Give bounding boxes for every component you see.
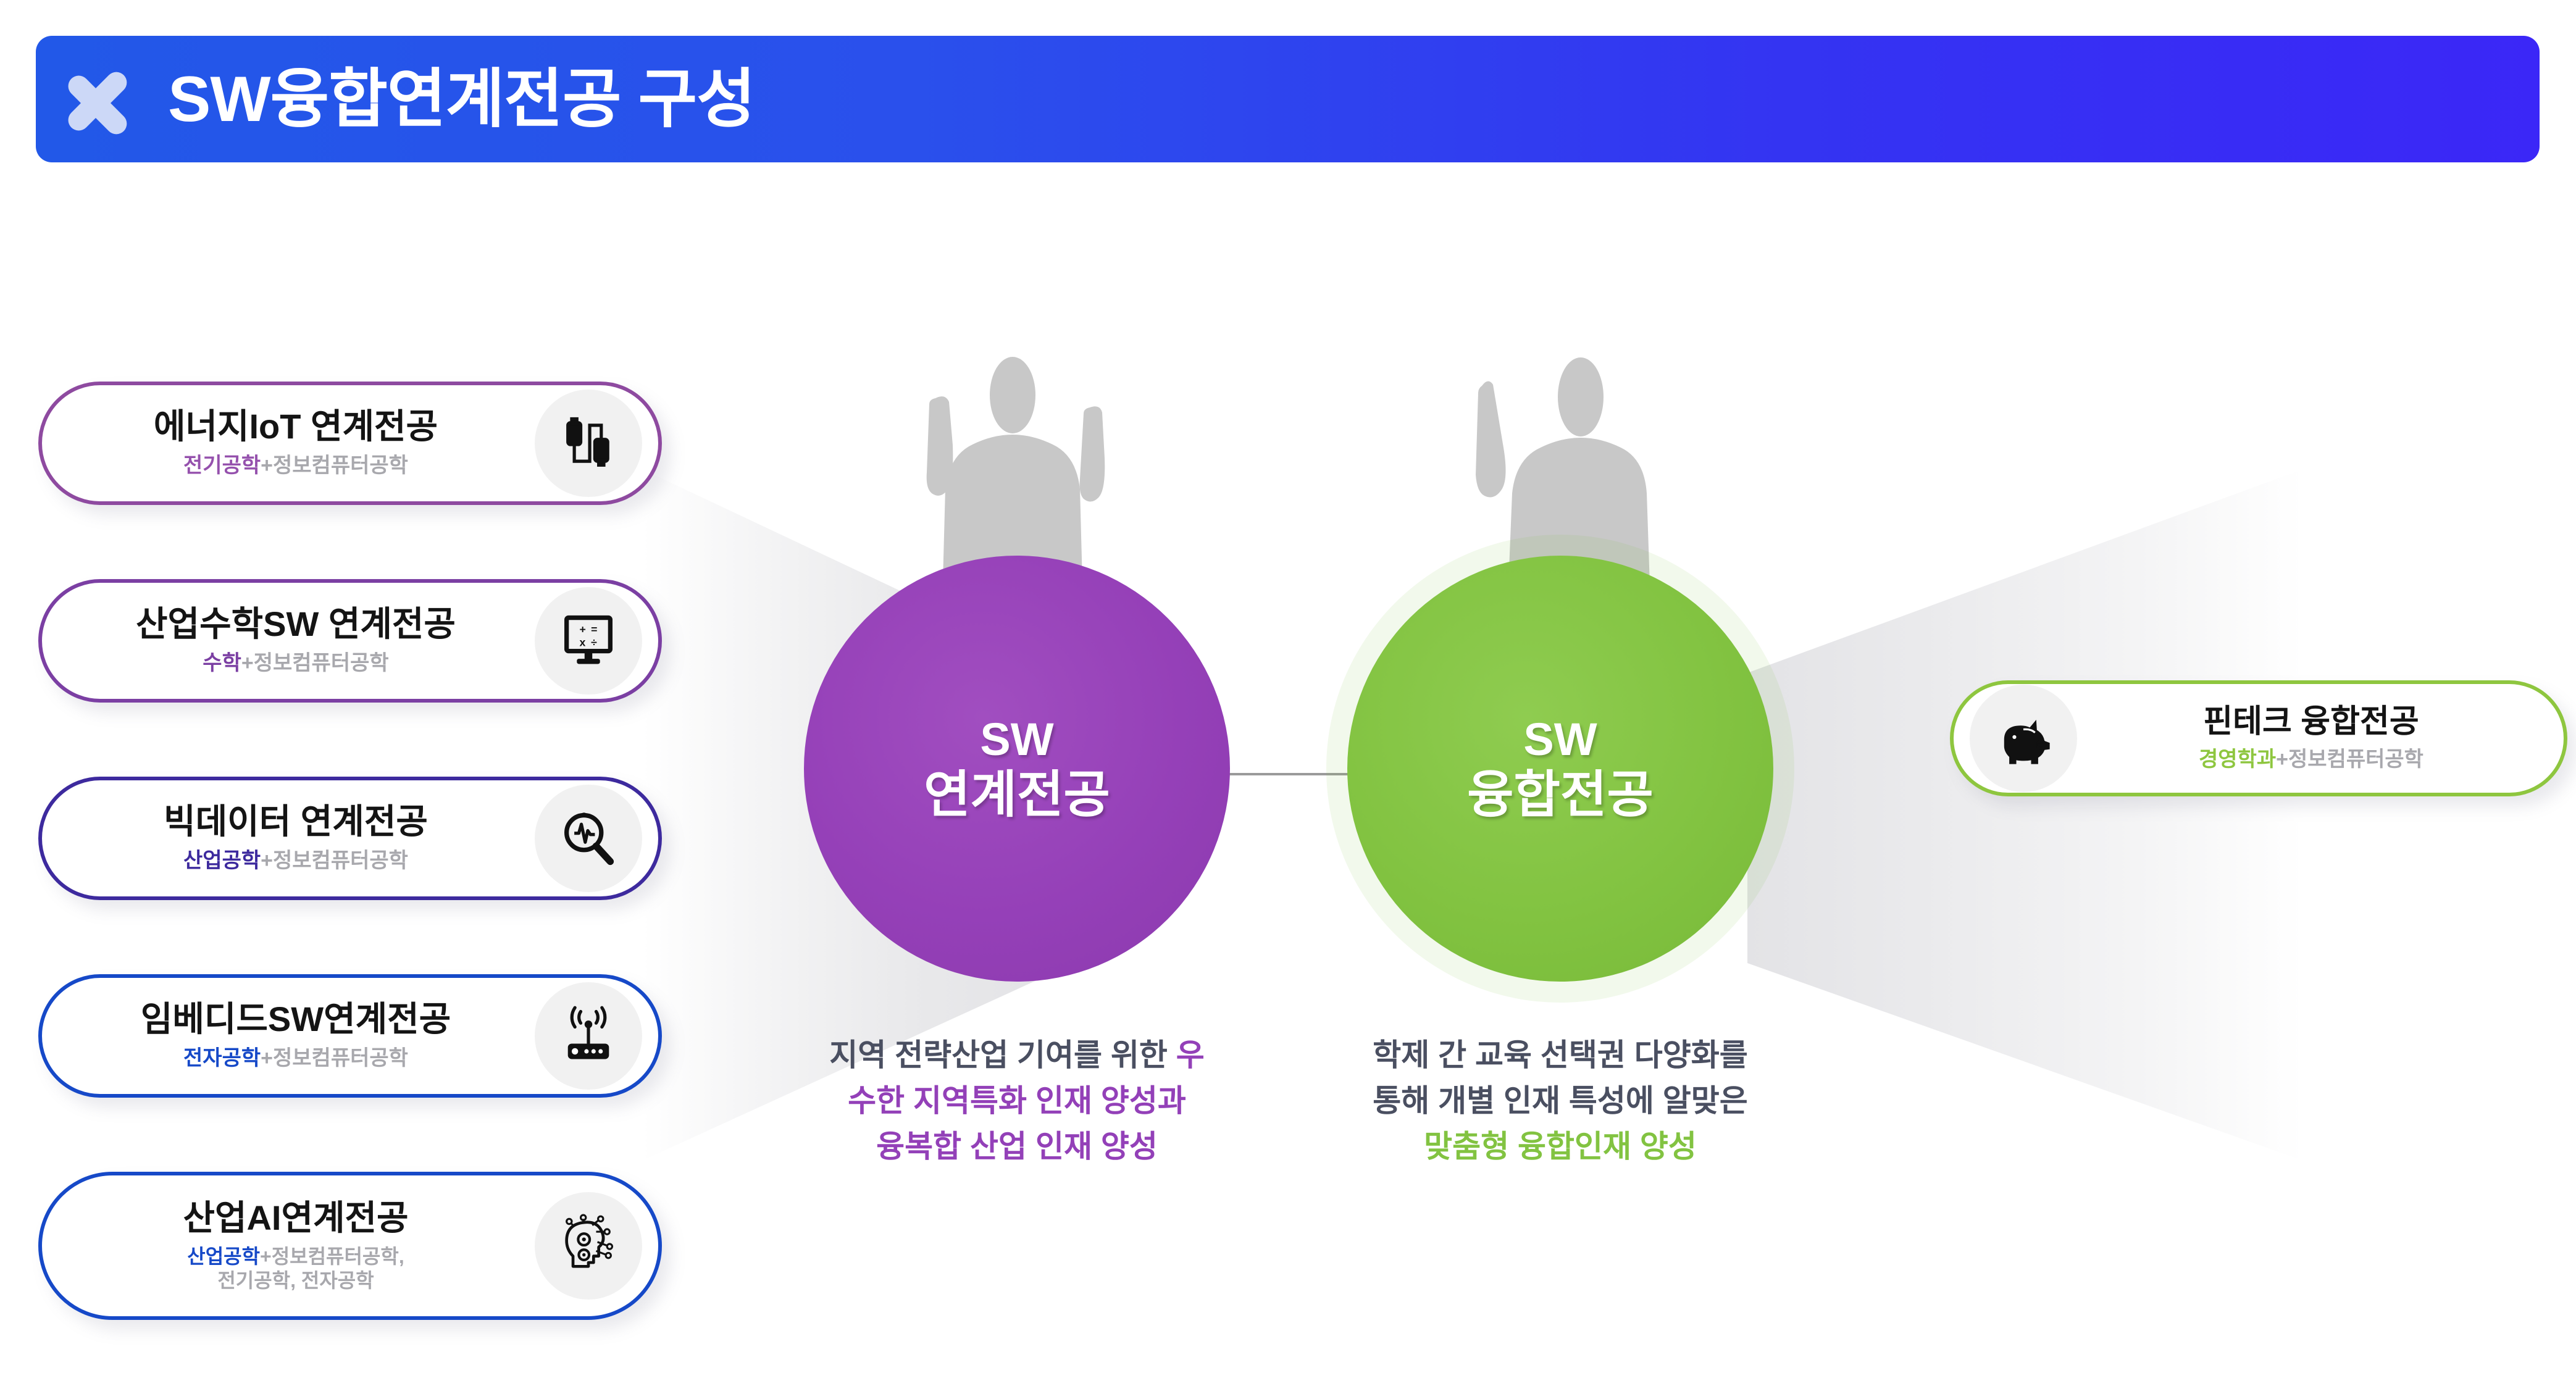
card-sub-primary: 수학 [203,651,241,675]
chevron-right-icon [64,56,142,143]
svg-text:x: x [579,636,585,648]
major-card-energy-iot[interactable]: 에너지IoT 연계전공 전기공학+정보컴퓨터공학 [38,382,662,505]
card-sub-plus: + [260,1245,272,1267]
card-title: 빅데이터 연계전공 [164,802,428,841]
description-line: 수한 지역특화 인재 양성과 [848,1083,1186,1118]
card-sub-secondary: 정보컴퓨터공학 [273,1046,408,1071]
card-subtitle: 경영학과+정보컴퓨터공학 [2077,747,2545,772]
card-sub-secondary: 정보컴퓨터공학, [271,1245,404,1267]
card-text-group: 에너지IoT 연계전공 전기공학+정보컴퓨터공학 [42,407,535,478]
card-text-group: 빅데이터 연계전공 산업공학+정보컴퓨터공학 [42,803,535,874]
card-sub-secondary: 정보컴퓨터공학 [273,849,408,873]
piggy-bank-icon [1970,685,2077,792]
usb-cable-icon [535,390,642,497]
card-subtitle: 산업공학+정보컴퓨터공학, 전기공학, 전자공학 [57,1245,535,1293]
card-sub-primary: 산업공학 [187,1245,261,1267]
card-subtitle: 수학+정보컴퓨터공학 [57,651,535,676]
description-line: 학제 간 교육 선택권 다양화를 [1373,1038,1748,1072]
card-sub-primary: 전자공학 [183,1046,261,1071]
description-sw-yunghap: 학제 간 교육 선택권 다양화를 통해 개별 인재 특성에 알맞은 맞춤형 융합… [1323,1032,1798,1169]
card-sub-secondary: 정보컴퓨터공학 [273,454,408,478]
card-text-group: 산업수학SW 연계전공 수학+정보컴퓨터공학 [42,605,535,676]
svg-text:=: = [591,624,597,636]
card-text-group: 임베디드SW연계전공 전자공학+정보컴퓨터공학 [42,1000,535,1071]
hub-line-1: SW [1523,713,1597,765]
page-title: SW융합연계전공 구성 [168,63,756,135]
page-title-bar: SW융합연계전공 구성 [36,36,2540,162]
hub-line-2: 연계전공 [924,767,1110,824]
card-text-group: 산업AI연계전공 산업공학+정보컴퓨터공학, 전기공학, 전자공학 [42,1199,535,1293]
major-card-bigdata[interactable]: 빅데이터 연계전공 산업공학+정보컴퓨터공학 [38,777,662,900]
card-sub-plus: + [261,1046,273,1071]
card-title: 핀테크 융합전공 [2203,703,2419,740]
major-card-industrial-ai[interactable]: 산업AI연계전공 산업공학+정보컴퓨터공학, 전기공학, 전자공학 [38,1172,662,1320]
card-sub-plus: + [2276,747,2288,771]
card-subtitle: 전자공학+정보컴퓨터공학 [57,1046,535,1071]
major-card-fintech[interactable]: 핀테크 융합전공 경영학과+정보컴퓨터공학 [1950,680,2567,796]
card-sub-plus: + [261,454,273,478]
card-text-group: 핀테크 융합전공 경영학과+정보컴퓨터공학 [2077,704,2564,773]
card-sub-primary: 산업공학 [183,849,261,873]
hub-line-2: 융합전공 [1467,767,1654,824]
description-line: 통해 개별 인재 특성에 알맞은 [1373,1083,1748,1118]
description-sw-yeongye: 지역 전략산업 기여를 위한 우 수한 지역특화 인재 양성과 융복합 산업 인… [779,1032,1255,1169]
card-sub-secondary: 정보컴퓨터공학 [253,651,389,675]
card-subtitle: 산업공학+정보컴퓨터공학 [57,848,535,874]
description-line: 지역 전략산업 기여를 위한 우 [829,1038,1205,1072]
hub-circle-sw-yunghap[interactable]: SW 융합전공 [1347,556,1773,982]
svg-text:+: + [579,624,585,636]
card-sub-primary: 경영학과 [2199,747,2277,771]
card-subtitle: 전기공학+정보컴퓨터공학 [57,453,535,478]
description-line: 맞춤형 융합인재 양성 [1424,1129,1697,1164]
ai-head-gear-icon [535,1192,642,1300]
magnifier-pulse-icon [535,785,642,892]
major-card-industrial-math[interactable]: 산업수학SW 연계전공 수학+정보컴퓨터공학 + = x ÷ [38,579,662,703]
card-sub-plus: + [261,849,273,873]
hub-circle-sw-yeongye[interactable]: SW 연계전공 [804,556,1230,982]
hub-connector-line [1219,773,1361,775]
card-sub-secondary: 정보컴퓨터공학 [2288,747,2423,771]
card-sub-primary: 전기공학 [183,454,261,478]
card-sub-plus: + [241,651,254,675]
hub-line-1: SW [980,713,1054,765]
card-sub-secondary-line2: 전기공학, 전자공학 [217,1269,374,1292]
svg-text:÷: ÷ [591,636,597,648]
monitor-math-icon: + = x ÷ [535,587,642,695]
wireless-router-icon [535,982,642,1090]
card-title: 에너지IoT 연계전공 [153,407,438,446]
card-title: 산업수학SW 연계전공 [136,604,456,644]
description-line: 융복합 산업 인재 양성 [876,1129,1158,1164]
major-card-embedded-sw[interactable]: 임베디드SW연계전공 전자공학+정보컴퓨터공학 [38,974,662,1098]
diverging-funnel-right [1747,469,2303,1161]
card-title: 산업AI연계전공 [183,1198,409,1238]
card-title: 임베디드SW연계전공 [140,1000,451,1039]
